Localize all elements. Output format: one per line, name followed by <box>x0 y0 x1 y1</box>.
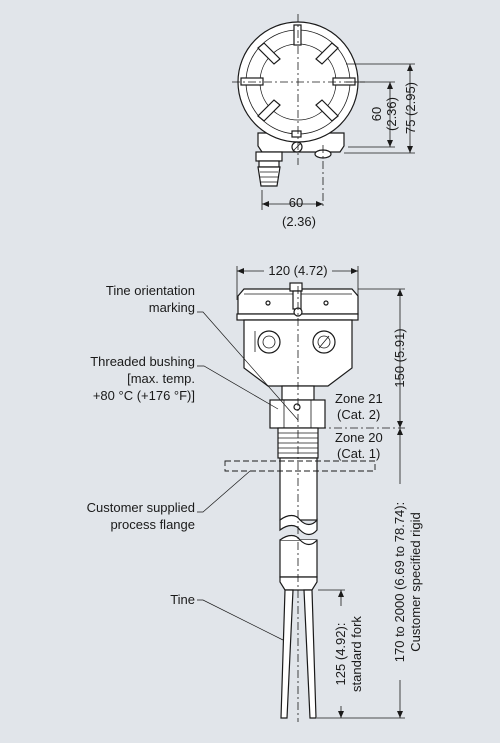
zone21-label: Zone 21 <box>335 391 383 406</box>
dim-rigid-length-label: 170 to 2000 (6.69 to 78.74): <box>392 502 407 662</box>
process-flange <box>224 460 376 472</box>
dim-rigid-length-note: Customer specified rigid <box>408 512 423 651</box>
dim-75-vertical-label: 75 (2.95) <box>403 82 418 134</box>
callout-flange-2: process flange <box>110 517 195 532</box>
gland-left <box>257 330 281 354</box>
callouts: Tine orientation marking Threaded bushin… <box>87 283 299 641</box>
dim-60-horizontal-in: (2.36) <box>282 214 316 229</box>
callout-tine-orientation-2: marking <box>149 300 195 315</box>
dim-fork-length-label: 125 (4.92): <box>333 623 348 686</box>
zone21-cat: (Cat. 2) <box>337 407 380 422</box>
dim-fork-length-note: standard fork <box>349 616 364 692</box>
zone20-label: Zone 20 <box>335 430 383 445</box>
callout-flange-1: Customer supplied <box>87 500 195 515</box>
side-view: 120 (4.72) <box>224 262 435 722</box>
callout-bushing-2: [max. temp. <box>127 371 195 386</box>
dim-60-vertical-mm: 60 <box>369 107 384 121</box>
dim-60-horizontal-mm: 60 <box>289 195 303 210</box>
callout-tine-orientation-1: Tine orientation <box>106 283 195 298</box>
tine-right <box>303 589 317 719</box>
zone20-cat: (Cat. 1) <box>337 446 380 461</box>
dim-150-height-label: 150 (5.91) <box>392 328 407 387</box>
cover-ribs <box>240 24 356 122</box>
callout-bushing-1: Threaded bushing <box>90 354 195 369</box>
dim-120-width-label: 120 (4.72) <box>268 263 327 278</box>
tine-left <box>280 589 294 719</box>
rigid-pipe-upper <box>279 457 318 521</box>
top-view: 60 (2.36) 75 (2.95) 60 (2.36) <box>232 14 418 229</box>
callout-bushing-3: +80 °C (+176 °F)] <box>93 388 195 403</box>
callout-tine: Tine <box>170 592 195 607</box>
cable-gland <box>255 151 283 187</box>
dim-60-vertical-in: (2.36) <box>384 97 399 131</box>
rigid-pipe-lower <box>279 539 318 578</box>
